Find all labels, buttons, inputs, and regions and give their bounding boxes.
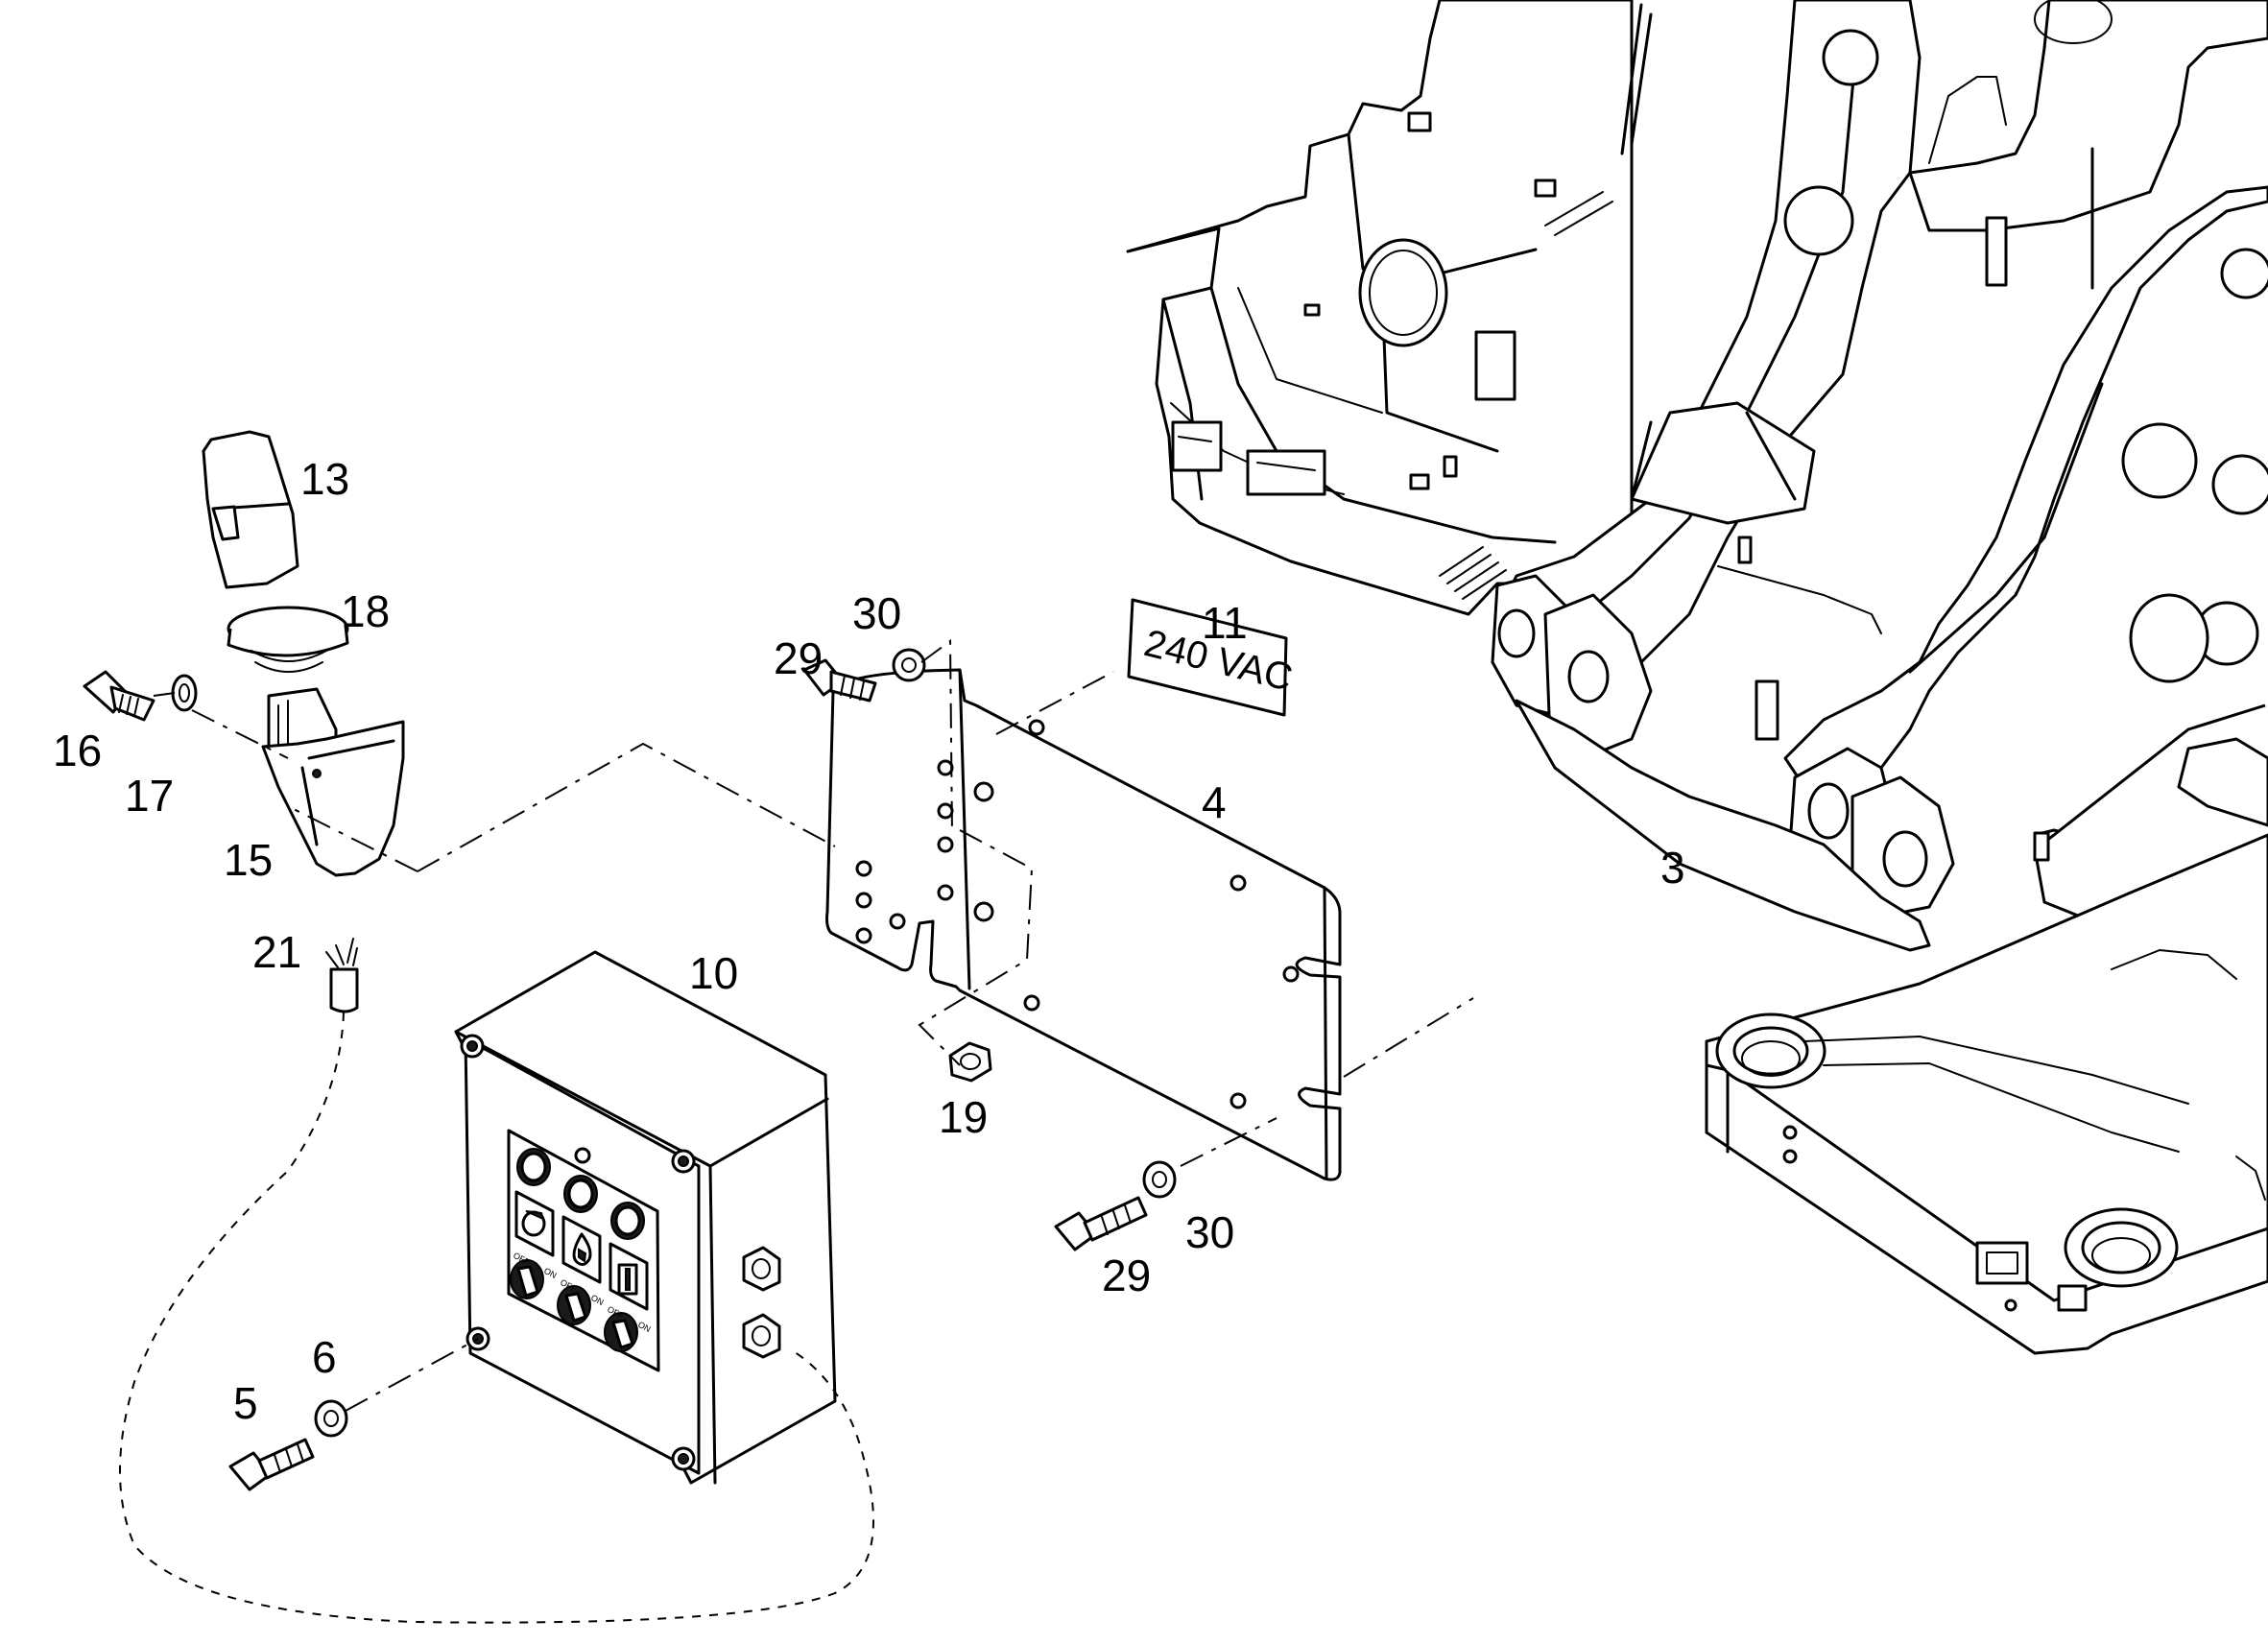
nut-part-19 <box>948 1041 992 1083</box>
rotary-switch-1 <box>510 1259 544 1299</box>
callout-19: 19 <box>939 1092 988 1142</box>
screw-part-29-lower <box>1054 1196 1148 1251</box>
cable-end-part-21 <box>325 938 359 1013</box>
callout-6: 6 <box>312 1332 337 1382</box>
screw-part-16 <box>83 670 155 722</box>
callout-3: 3 <box>1660 843 1685 893</box>
washer-part-30-upper <box>892 648 926 682</box>
mounting-bracket-part-4 <box>825 668 1342 1181</box>
screw-part-29-upper <box>802 658 877 703</box>
callout-13: 13 <box>300 454 349 504</box>
callout-21: 21 <box>252 927 301 977</box>
callout-11: 11 <box>1202 598 1248 648</box>
assembly-centerlines <box>153 639 1474 1412</box>
control-box-part-10: OFF ON OFF ON OFF ON <box>454 950 837 1485</box>
plug-seal-part-18 <box>227 606 349 673</box>
decal-part-11: 240 VAC <box>1127 598 1297 717</box>
callout-4: 4 <box>1202 777 1227 827</box>
rotary-switch-2 <box>557 1285 591 1325</box>
callout-18: 18 <box>341 586 390 636</box>
screw-part-5 <box>228 1438 315 1491</box>
callout-labels: 3 4 5 6 10 11 13 15 16 17 18 19 21 29 30… <box>53 454 1685 1428</box>
washer-part-30-lower <box>1142 1160 1177 1199</box>
battery-icon <box>609 1242 649 1311</box>
callout-17: 17 <box>125 771 174 821</box>
callout-10: 10 <box>689 948 738 998</box>
callout-30-lower: 30 <box>1185 1207 1234 1257</box>
callout-16: 16 <box>53 726 102 775</box>
socket-housing-part-15 <box>261 687 405 877</box>
callout-29-lower: 29 <box>1102 1251 1151 1300</box>
callout-30-upper: 30 <box>852 588 901 638</box>
machine-frame <box>1126 0 2268 1355</box>
callout-29-upper: 29 <box>774 633 823 683</box>
washer-part-6 <box>314 1399 348 1438</box>
callout-5: 5 <box>233 1378 258 1428</box>
plug-cap-part-13 <box>202 430 299 589</box>
hour-meter-icon <box>514 1190 555 1257</box>
washer-part-17 <box>171 674 198 712</box>
rotary-switch-3 <box>604 1312 638 1352</box>
wiring-route <box>119 1012 874 1624</box>
oil-drop-icon <box>561 1215 602 1284</box>
callout-15: 15 <box>224 835 273 885</box>
